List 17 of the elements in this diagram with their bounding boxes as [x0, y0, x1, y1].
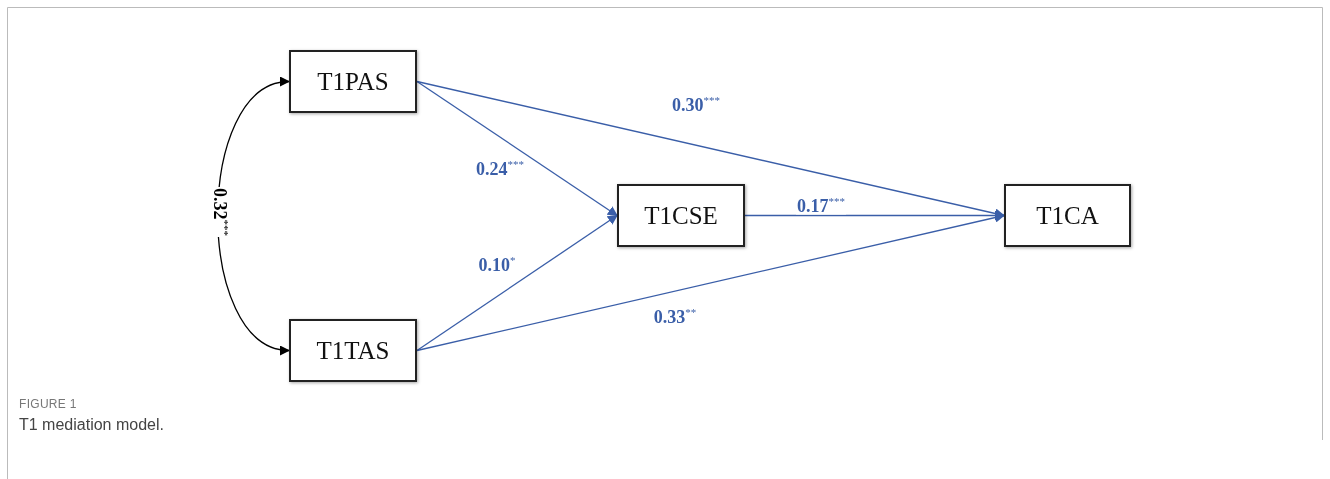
variable-name: T1PAS: [317, 67, 389, 96]
path-coefficient: 0.17$^{***}$: [796, 195, 846, 215]
variable-box: [1004, 184, 1131, 247]
variable-box: [289, 319, 417, 382]
path-coefficient: 0.33$^{**}$: [652, 306, 698, 326]
path-coefficient: 0.24$^{***}$: [475, 158, 525, 178]
path-coefficient: 0.30$^{***}$: [671, 94, 721, 114]
figure-caption: T1 mediation model.: [19, 416, 164, 434]
path-arrow: [416, 80, 618, 217]
path-arrow: [416, 214, 618, 352]
figure-number: FIGURE 1: [19, 397, 77, 411]
variable-name: T1TAS: [316, 336, 390, 365]
variable-name: T1CSE: [644, 201, 718, 230]
variable-name: T1CA: [1036, 201, 1099, 230]
variable-box: [617, 184, 745, 247]
variable-box: [289, 50, 417, 113]
path-coefficient: 0.10$^{*}$: [477, 254, 517, 274]
